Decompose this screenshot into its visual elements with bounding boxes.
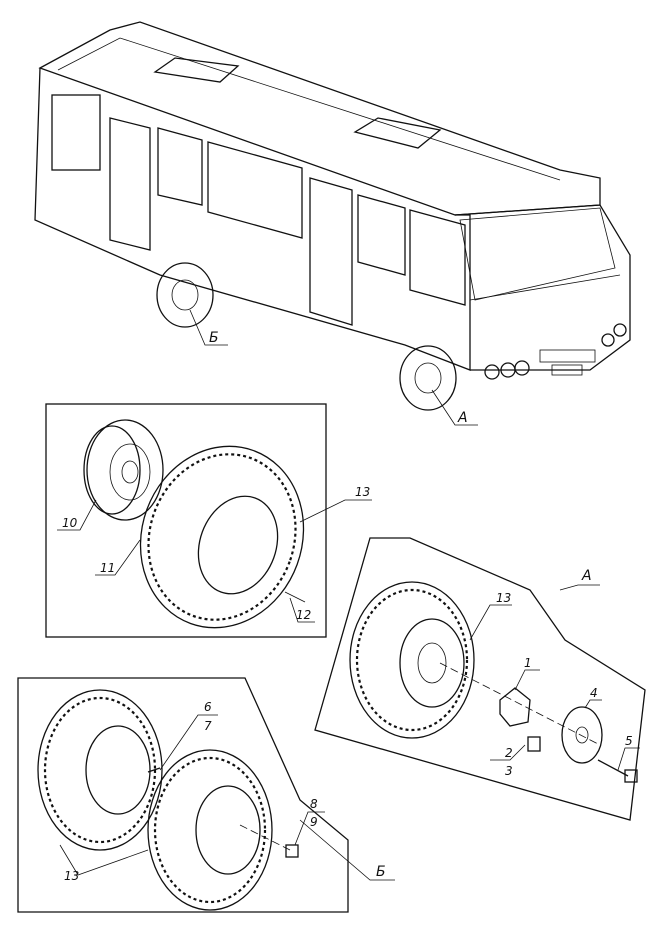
window-4 (357, 194, 406, 276)
middle-door (309, 177, 353, 326)
b-outer-rim (195, 785, 261, 875)
a-rim (399, 618, 465, 708)
leader-a-top (431, 389, 478, 426)
part-4-disc (561, 706, 603, 764)
part-6-stud (147, 767, 161, 773)
leader-a-frame (559, 584, 600, 591)
callout-7: 7 (204, 719, 212, 733)
a-tire-outer (349, 581, 475, 739)
b-outer-tire (147, 749, 273, 911)
b-inner-tread (43, 696, 157, 844)
roof-hatch-rear (153, 57, 240, 83)
leader-8 (294, 811, 325, 846)
leader-1 (514, 669, 540, 691)
part-4-center (575, 726, 589, 744)
tire-tread (147, 453, 297, 621)
frame-a-border (314, 537, 646, 821)
leader-6 (159, 714, 218, 771)
leader-13-frame1 (299, 499, 372, 523)
leader-b-frame (299, 819, 395, 881)
callout-9: 9 (310, 815, 318, 829)
leader-12 (289, 597, 315, 623)
callout-13-frame1: 13 (355, 485, 370, 499)
tire-bore (197, 495, 279, 595)
callout-12: 12 (296, 608, 311, 622)
part-1-spacer (499, 687, 531, 727)
headlight-r2 (613, 323, 627, 337)
front-wheel (399, 345, 457, 411)
callout-11: 11 (100, 561, 115, 575)
callout-10: 10 (62, 516, 78, 530)
plate (551, 364, 583, 376)
window-1 (51, 94, 101, 171)
part-5-bolt (597, 759, 629, 777)
front-wheel-hub (414, 362, 442, 394)
bus-side (34, 67, 471, 371)
window-2 (157, 127, 203, 206)
callout-5: 5 (625, 734, 633, 748)
rear-wheel-hub (171, 279, 199, 311)
callout-13-b: 13 (64, 869, 79, 883)
a-tire-tread (355, 588, 469, 732)
leader-10 (57, 499, 97, 531)
frame-b-border (17, 677, 349, 913)
part-5-head (624, 769, 638, 783)
part-8-nut (285, 844, 299, 858)
leader-2 (490, 744, 526, 761)
frame-rim-tire: 10 11 13 12 (45, 403, 372, 638)
rim-disc (109, 443, 151, 501)
b-outer-tread (153, 756, 267, 904)
part-2-nut (527, 736, 541, 752)
callout-6: 6 (204, 700, 212, 714)
headlight-l1 (484, 364, 500, 380)
leader-11 (95, 539, 141, 576)
callout-2: 2 (505, 746, 513, 760)
b-inner-tire (37, 689, 163, 851)
callout-4: 4 (590, 686, 598, 700)
rim-back (83, 425, 141, 515)
leader-13-b (59, 844, 149, 876)
tire-outer (139, 445, 305, 629)
roof-hatch-front (353, 117, 442, 149)
callout-a-frame: А (581, 568, 592, 584)
callout-a-top: А (457, 410, 468, 426)
valve (284, 591, 306, 603)
window-3 (207, 141, 303, 239)
callout-3: 3 (505, 764, 513, 778)
b-inner-rim (85, 725, 151, 815)
a-hub (417, 642, 447, 684)
leader-5 (617, 747, 640, 771)
rim-center (121, 460, 139, 484)
windshield (459, 207, 616, 301)
b-axis (239, 824, 291, 851)
bus-roof (38, 21, 601, 216)
callout-13-a: 13 (496, 591, 511, 605)
callout-1: 1 (524, 656, 532, 670)
grille (539, 349, 596, 363)
roof-edge (57, 37, 561, 181)
frame-1-border (45, 403, 327, 638)
leader-b-top (189, 309, 228, 346)
rear-door (109, 117, 151, 251)
leader-4 (584, 699, 602, 709)
callout-b-frame: Б (376, 864, 386, 880)
headlight-r1 (601, 333, 615, 347)
frame-view-b: 6 7 8 9 13 Б (17, 677, 395, 913)
rear-wheel (156, 262, 214, 328)
bus-front (454, 204, 631, 371)
bus-illustration: Б А (34, 21, 631, 426)
frame-view-a: А 13 1 2 3 4 5 (314, 537, 646, 821)
rim-outer (86, 419, 164, 521)
a-axis (439, 662, 601, 746)
window-5 (409, 209, 466, 306)
callout-8: 8 (310, 797, 318, 811)
callout-b-top: Б (209, 330, 219, 346)
leader-13-a (469, 604, 512, 641)
headlight-l3 (514, 360, 530, 376)
